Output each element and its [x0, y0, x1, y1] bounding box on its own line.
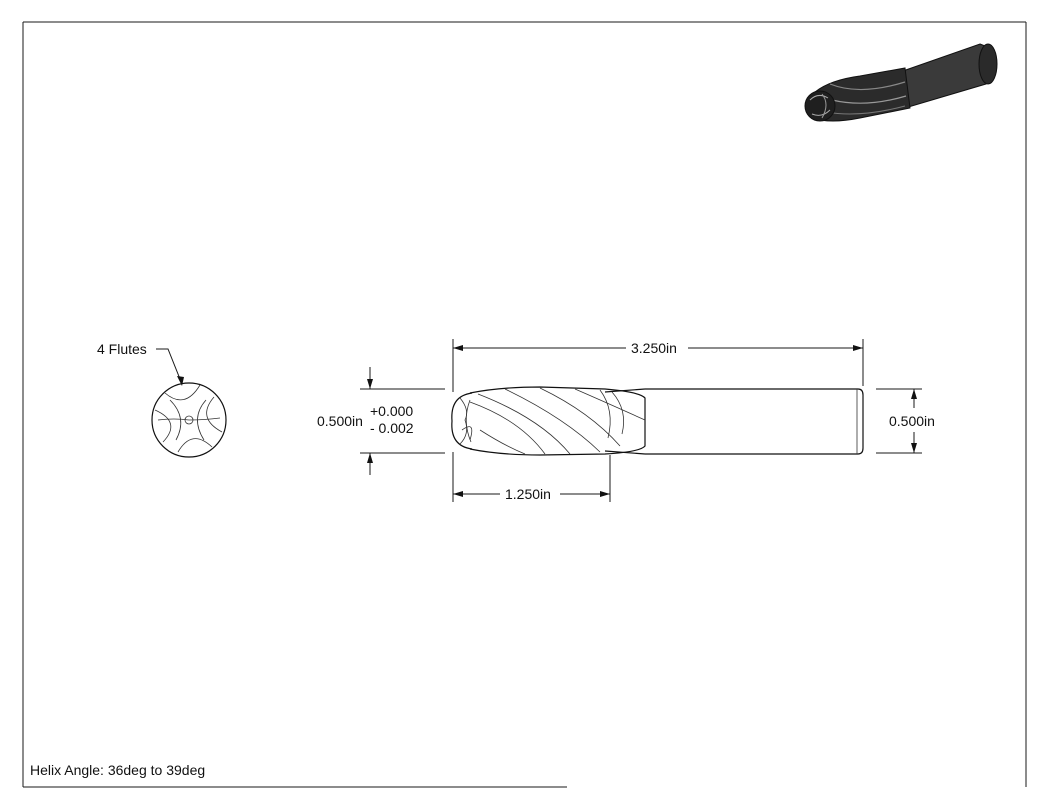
isometric-view — [804, 43, 998, 122]
dim-cut-diameter: 0.500in +0.000 - 0.002 — [317, 367, 445, 475]
dim-shank-diameter: 0.500in — [876, 388, 935, 454]
overall-length-label: 3.250in — [631, 340, 677, 356]
dim-overall-length: 3.250in — [452, 339, 864, 392]
dim-flute-length: 1.250in — [452, 452, 611, 502]
sheet-border — [22, 21, 1027, 788]
shank-diameter-label: 0.500in — [889, 413, 935, 429]
tolerance-minus: - 0.002 — [370, 420, 414, 436]
tolerance-plus: +0.000 — [370, 403, 413, 419]
flute-length-label: 1.250in — [505, 486, 551, 502]
end-view — [151, 382, 227, 458]
side-view — [451, 386, 864, 456]
cut-diameter-label: 0.500in — [317, 413, 363, 429]
flutes-label: 4 Flutes — [97, 341, 147, 357]
flutes-callout: 4 Flutes — [97, 341, 184, 386]
helix-angle-note: Helix Angle: 36deg to 39deg — [30, 762, 206, 778]
